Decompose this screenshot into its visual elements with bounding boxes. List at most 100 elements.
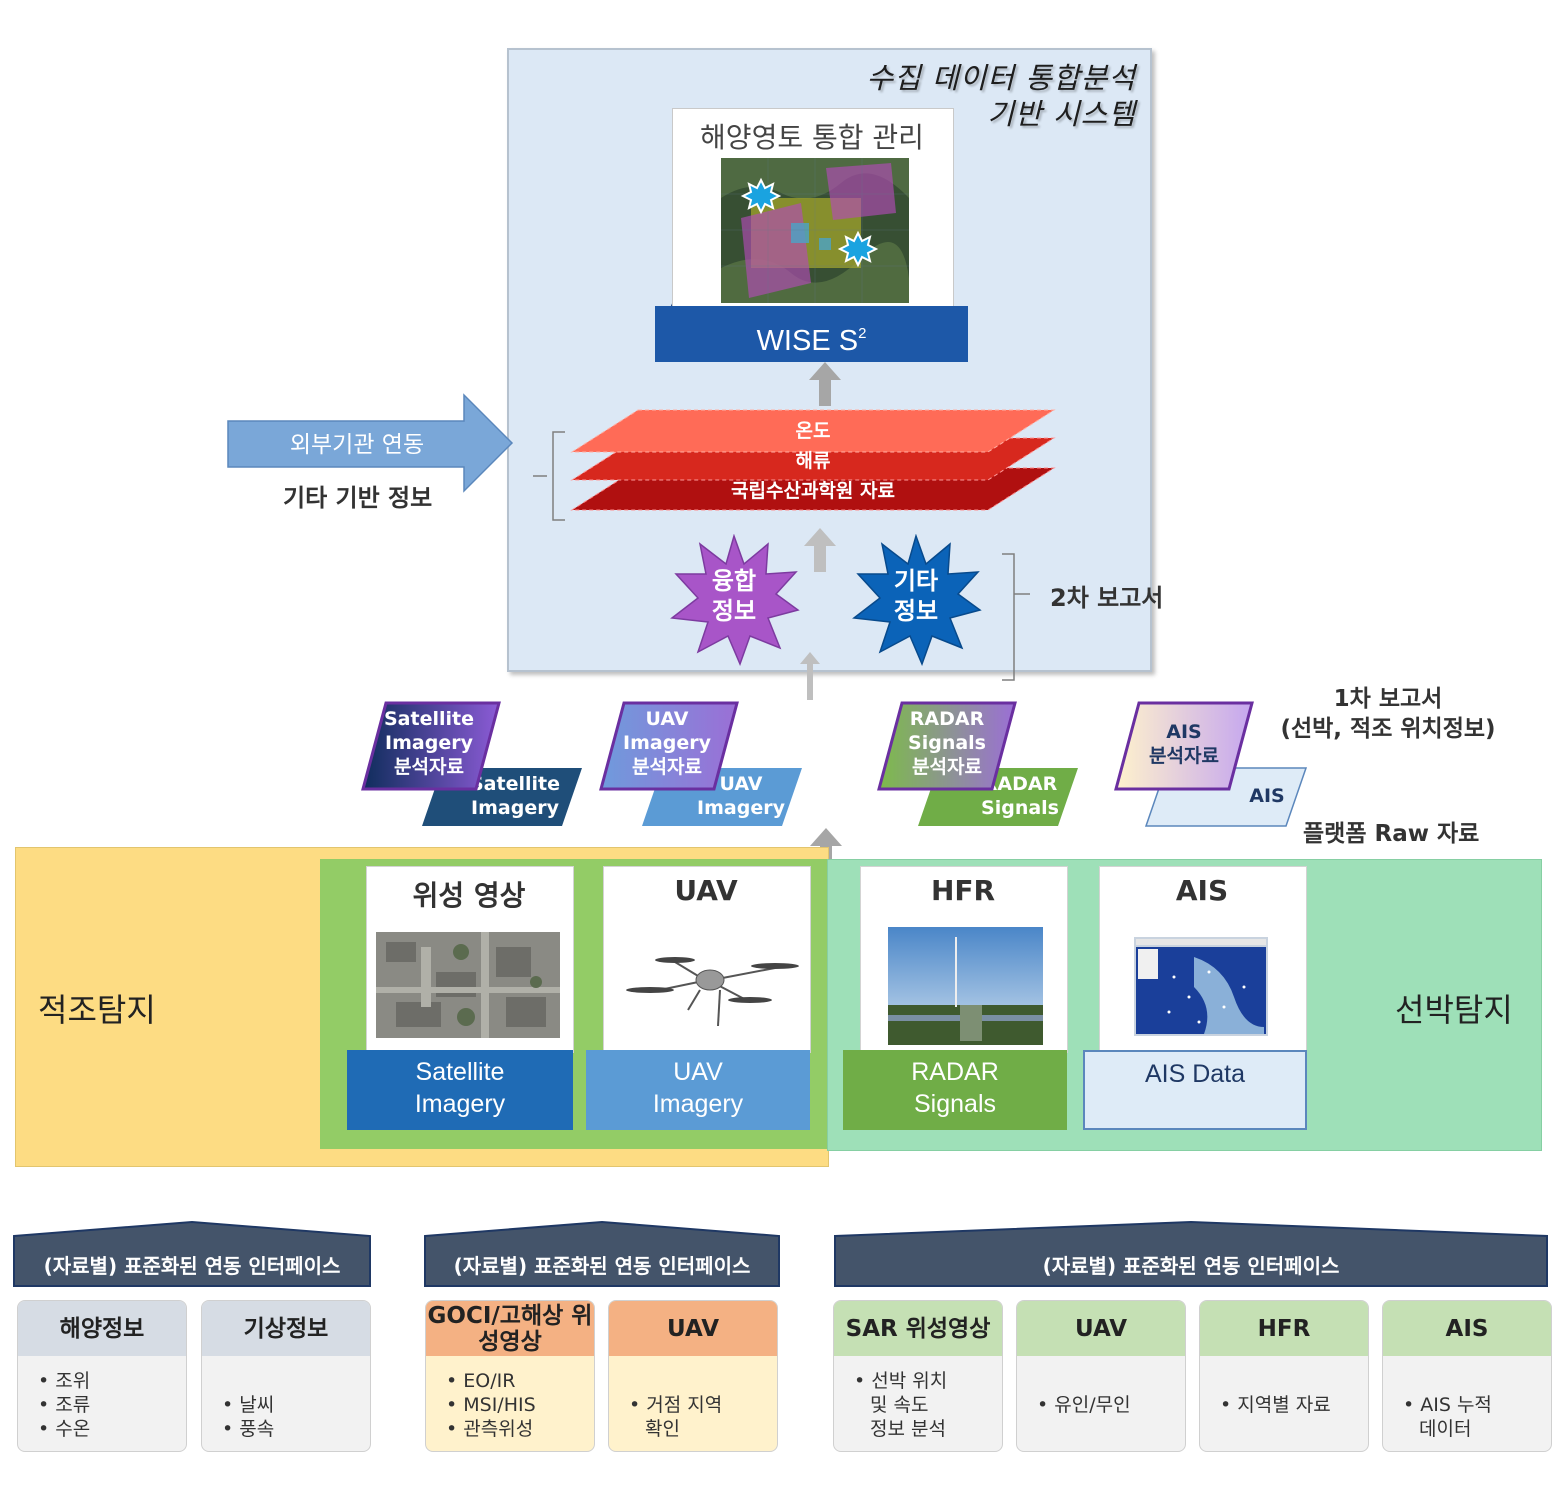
list-item: 조위 [38, 1369, 90, 1393]
list-item: 풍속 [222, 1417, 274, 1441]
category-card-uav-1: UAV 거점 지역 확인 [608, 1300, 778, 1452]
interface-header-1 [13, 1220, 371, 1287]
platform-base-radar-line1: RADAR [911, 1058, 999, 1086]
layer-nifs-data: 국립수산과학원 자료 [731, 480, 895, 502]
second-report-label: 2차 보고서 [1050, 584, 1164, 612]
category-ocean-title: 해양정보 [18, 1301, 186, 1356]
category-card-weather: 기상정보 날씨 풍속 [201, 1300, 371, 1452]
category-uav-2-title: UAV [1017, 1301, 1185, 1356]
list-item: 지역별 자료 [1220, 1393, 1330, 1417]
red-tide-label: 적조탐지 [38, 991, 156, 1029]
bracket-tick [533, 475, 547, 477]
satellite-analysis-line2: Imagery [385, 732, 473, 754]
layers-bracket [552, 431, 565, 521]
platform-base-uav: UAV Imagery [586, 1050, 810, 1130]
uav-analysis-line3: 분석자료 [632, 756, 702, 778]
list-item: 관측위성 [446, 1417, 536, 1441]
interface-header-2-label: (자료별) 표준화된 연동 인터페이스 [453, 1254, 751, 1278]
other-info-line1: 기타 [893, 567, 939, 595]
interface-header-2 [424, 1220, 780, 1287]
map-image [721, 158, 909, 303]
list-item: EO/IR [446, 1369, 536, 1393]
layer-temperature: 온도 [795, 420, 831, 442]
category-card-hfr: HFR 지역별 자료 [1199, 1300, 1369, 1452]
ais-analysis-line1: AIS [1166, 721, 1202, 743]
data-layers: 온도 해류 국립수산과학원 자료 [568, 408, 1058, 518]
first-report-line2: (선박, 적조 위치정보) [1280, 716, 1496, 742]
up-arrow-icon [804, 528, 836, 572]
other-info-label: 기타 정보 [850, 566, 982, 626]
list-item: 선박 위치 [854, 1369, 947, 1393]
ais-analysis-line2: 분석자료 [1149, 745, 1219, 767]
radar-analysis-card [877, 701, 1017, 791]
platform-base-ais: AIS Data [1083, 1050, 1307, 1130]
wise-s2-platform: WISE S2 [655, 306, 968, 362]
list-item: 유인/무인 [1037, 1393, 1130, 1417]
satellite-raw-line2: Imagery [471, 797, 559, 819]
uav-analysis-line2: Imagery [623, 732, 711, 754]
up-arrow-icon [809, 362, 841, 406]
system-title-line2: 기반 시스템 [987, 97, 1136, 131]
list-item: 확인 [645, 1418, 680, 1440]
interface-header-3 [834, 1220, 1548, 1287]
category-ais-list: AIS 누적 데이터 [1403, 1393, 1492, 1441]
platform-base-ais-line1: AIS Data [1144, 1060, 1246, 1088]
category-uav-1-list: 거점 지역 확인 [629, 1393, 722, 1441]
list-item: 정보 분석 [870, 1418, 946, 1440]
platform-title-satellite: 위성 영상 [412, 879, 526, 912]
external-link-arrow [227, 393, 514, 493]
interface-header-1-label: (자료별) 표준화된 연동 인터페이스 [43, 1254, 341, 1278]
ais-raw-label: AIS [1249, 785, 1285, 807]
category-ocean-list: 조위 조류 수온 [38, 1369, 90, 1441]
hfr-station-image [888, 927, 1043, 1045]
system-title-line1: 수집 데이터 통합분석 [866, 61, 1136, 95]
ais-screen-image [1134, 937, 1268, 1036]
category-card-ais: AIS AIS 누적 데이터 [1382, 1300, 1552, 1452]
category-card-goci: GOCI/고해상 위성영상 EO/IR MSI/HIS 관측위성 [425, 1300, 595, 1452]
panel-title: 해양영토 통합 관리 [700, 121, 924, 154]
system-title: 수집 데이터 통합분석 기반 시스템 [776, 60, 1136, 132]
uav-raw-line1: UAV [719, 773, 763, 795]
fusion-info-line2: 정보 [711, 597, 757, 625]
category-card-uav-2: UAV 유인/무인 [1016, 1300, 1186, 1452]
platform-base-uav-line2: Imagery [652, 1090, 744, 1118]
layer-current: 해류 [795, 450, 831, 472]
up-arrow-icon [800, 652, 820, 700]
interface-header-3-label: (자료별) 표준화된 연동 인터페이스 [1042, 1254, 1340, 1278]
ais-analysis-card [1114, 701, 1254, 791]
platform-base-satellite-line2: Imagery [414, 1090, 506, 1118]
radar-raw-label: RADAR Signals [950, 772, 1090, 820]
radar-analysis-line2: Signals [908, 732, 986, 754]
platform-title-hfr: HFR [930, 874, 996, 907]
fusion-info-label: 융합 정보 [668, 566, 800, 626]
category-sar-list: 선박 위치 및 속도 정보 분석 [854, 1369, 947, 1441]
satellite-image [376, 932, 560, 1038]
category-goci-title: GOCI/고해상 위성영상 [426, 1301, 594, 1356]
drone-icon [626, 957, 799, 1027]
platform-base-satellite-line1: Satellite [415, 1058, 505, 1086]
list-item: 날씨 [222, 1393, 274, 1417]
category-card-ocean: 해양정보 조위 조류 수온 [17, 1300, 187, 1452]
category-uav-2-list: 유인/무인 [1037, 1393, 1130, 1417]
category-card-sar: SAR 위성영상 선박 위치 및 속도 정보 분석 [833, 1300, 1003, 1452]
uav-analysis-card [599, 701, 739, 791]
uav-raw-line2: Imagery [697, 797, 785, 819]
category-uav-1-title: UAV [609, 1301, 777, 1356]
ship-detection-label: 선박탐지 [1395, 991, 1513, 1029]
report-bracket [1002, 553, 1030, 681]
base-info-caption: 기타 기반 정보 [283, 484, 433, 512]
list-item: AIS 누적 [1403, 1393, 1492, 1417]
ais-analysis-label: AIS 분석자료 [1123, 720, 1245, 768]
platform-card-uav [603, 866, 811, 1053]
platform-title-uav: UAV [674, 874, 738, 907]
uav-raw-label: UAV Imagery [686, 772, 796, 820]
category-hfr-list: 지역별 자료 [1220, 1393, 1330, 1417]
list-item: 데이터 [1419, 1418, 1472, 1440]
radar-raw-line2: Signals [981, 797, 1059, 819]
satellite-analysis-line1: Satellite [384, 708, 474, 730]
fusion-info-starburst-icon [670, 534, 800, 666]
satellite-analysis-line3: 분석자료 [394, 756, 464, 778]
satellite-raw-line1: Satellite [470, 773, 560, 795]
platform-base-radar-line2: Signals [914, 1090, 996, 1118]
platform-superscript: 2 [858, 325, 867, 342]
